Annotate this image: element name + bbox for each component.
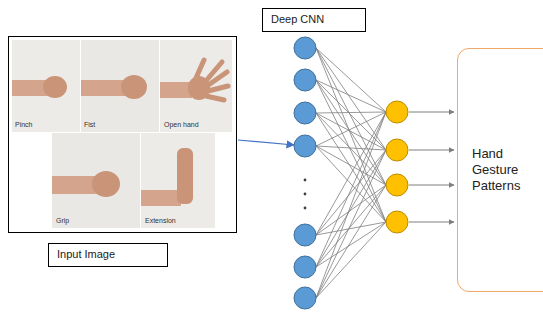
input-neuron <box>294 224 316 246</box>
ellipsis-dot <box>304 179 307 182</box>
network-link <box>316 150 386 298</box>
network-link <box>316 146 386 150</box>
gesture-label: Pinch <box>15 121 33 129</box>
hidden-neuron <box>386 139 408 161</box>
ellipsis-dot <box>304 207 307 210</box>
network-link <box>316 112 386 267</box>
input-neuron <box>294 287 316 309</box>
ellipsis-dot <box>304 193 307 196</box>
network-link <box>316 48 386 112</box>
network-link <box>316 80 386 222</box>
network-link <box>316 185 386 235</box>
input-neuron <box>294 37 316 59</box>
caption-box: Input Image <box>48 243 168 267</box>
hidden-neuron <box>386 174 408 196</box>
output-arrow <box>409 150 454 151</box>
network-link <box>316 185 386 267</box>
network-link <box>316 146 386 222</box>
output-box: Hand Gesture Patterns <box>457 48 543 292</box>
input-neuron <box>294 135 316 157</box>
output-arrow <box>409 222 454 223</box>
box-text: Hand Gesture Patterns <box>472 146 538 195</box>
gesture-label: Open hand <box>164 121 199 129</box>
neural-network <box>294 37 454 309</box>
output-arrow <box>409 185 454 186</box>
box-text: Input Image <box>57 248 115 262</box>
gesture-label: Grip <box>56 217 69 225</box>
network-link <box>316 112 386 298</box>
gesture-label: Fist <box>84 121 95 129</box>
network-link <box>316 113 386 150</box>
network-link <box>316 222 386 298</box>
hand-photos <box>12 40 232 228</box>
network-link <box>316 150 386 267</box>
network-link <box>316 80 386 185</box>
box-text: Deep CNN <box>271 13 324 27</box>
caption-box: Deep CNN <box>262 8 366 32</box>
input-arrow <box>238 140 294 145</box>
network-link <box>316 185 386 298</box>
gesture-label: Extension <box>145 217 176 225</box>
output-arrow <box>409 112 454 113</box>
input-neuron <box>294 102 316 124</box>
input-neuron <box>294 69 316 91</box>
network-link <box>316 112 386 113</box>
network-link <box>316 146 386 185</box>
image-panel <box>9 37 237 233</box>
hidden-neuron <box>386 101 408 123</box>
input-neuron <box>294 256 316 278</box>
hidden-neuron <box>386 211 408 233</box>
network-link <box>316 112 386 235</box>
network-link <box>316 150 386 235</box>
network-link <box>316 48 386 185</box>
